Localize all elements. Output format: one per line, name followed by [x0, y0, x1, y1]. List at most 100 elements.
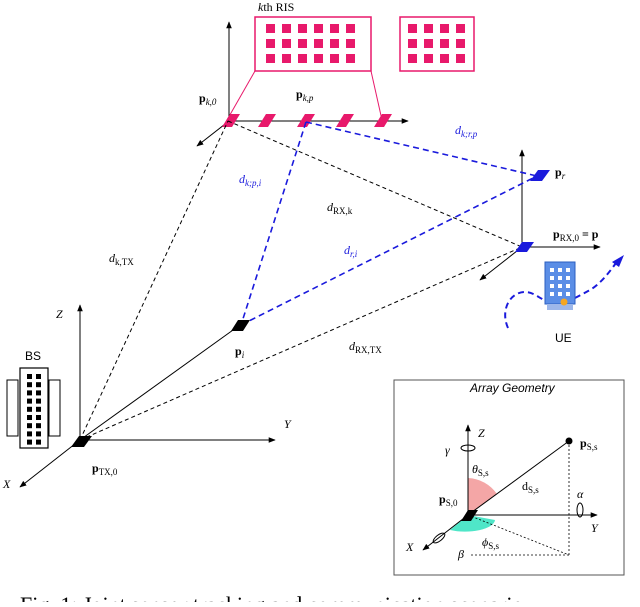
label-p-k0: pk,0: [199, 91, 217, 107]
inset-label-theta: θS,s: [472, 462, 489, 478]
inset-label-beta: β: [457, 547, 464, 561]
path-d-krp: [305, 121, 538, 177]
phi-wedge: [450, 515, 495, 532]
ris-cell: [330, 24, 339, 33]
bs-antenna-cell: [27, 398, 32, 404]
ris-cell: [346, 39, 355, 48]
ue-window: [558, 268, 562, 272]
label-p-i: pi: [235, 344, 245, 360]
ue-window: [550, 292, 554, 296]
ue-window: [550, 268, 554, 272]
ris-cell: [408, 54, 417, 63]
ris-zoom-line-left: [226, 70, 256, 121]
inset-label-alpha: α: [577, 487, 584, 501]
ris-cell: [282, 39, 291, 48]
label-axis-y: Y: [284, 417, 292, 431]
ris-panel-k: [254, 16, 372, 72]
ris-cell: [456, 24, 465, 33]
ris-cell: [346, 54, 355, 63]
beta-rotation-icon: [432, 532, 446, 544]
ris-title: kth RIS: [258, 0, 294, 14]
path-d-k-tx: [79, 120, 229, 441]
label-p-rx0: pRX,0 = p: [553, 227, 599, 243]
bs-antenna-cell: [36, 406, 41, 412]
p-tx0-element: [71, 436, 92, 447]
ris-cell: [456, 54, 465, 63]
path-d-rx-tx: [79, 246, 523, 441]
inset-title: Array Geometry: [469, 381, 556, 395]
ue-window: [558, 292, 562, 296]
path-d-rx-k: [227, 120, 523, 248]
bs-antenna-cell: [36, 374, 41, 379]
bs-antenna-cell: [36, 382, 41, 388]
ue-window: [566, 268, 570, 272]
inset-label-y: Y: [591, 521, 599, 535]
ris-cell: [266, 24, 275, 33]
path-d-ri: [240, 175, 538, 326]
bs-antenna-cell: [27, 390, 32, 396]
path-d-kpi: [240, 121, 307, 326]
inset-x-axis: [422, 514, 469, 551]
label-p-r: pr: [555, 165, 566, 181]
gamma-rotation-icon: [460, 444, 476, 452]
ris-cell: [314, 39, 323, 48]
ris-cell: [440, 54, 449, 63]
label-p-tx0: pTX,0: [92, 461, 118, 477]
ue-window: [566, 276, 570, 280]
ris-cell: [314, 54, 323, 63]
theta-wedge: [468, 478, 497, 515]
ue-building-icon: [544, 261, 576, 310]
bs-antenna-cell: [36, 390, 41, 396]
ue-window: [558, 276, 562, 280]
ris-panel-other: [399, 16, 475, 72]
label-d-rxk: dRX,k: [327, 200, 353, 216]
ris-cell: [282, 24, 291, 33]
inset-origin-element: [461, 510, 478, 521]
ue-window: [550, 276, 554, 280]
ris-cell: [456, 39, 465, 48]
label-d-kpi: dk;p,i: [239, 172, 262, 188]
bs-tower-icon: [6, 367, 61, 449]
inset-label-p-s0: pS,0: [439, 492, 458, 508]
figure-caption: Fig. 1: Joint sensor tracking and commun…: [20, 592, 523, 602]
ris-cell: [424, 54, 433, 63]
bs-antenna-cell: [27, 382, 32, 388]
ue-window: [550, 284, 554, 288]
ris-elements: [222, 114, 392, 127]
bs-antenna-cell: [36, 423, 41, 429]
ris-zoom-line-right: [370, 70, 383, 121]
alpha-rotation-icon: [576, 502, 584, 518]
bs-antenna-cell: [27, 406, 32, 412]
rx-x-axis: [479, 246, 523, 281]
inset-label-z: Z: [478, 426, 485, 440]
inset-d-vector: [467, 440, 570, 516]
bs-antenna-cell: [27, 374, 32, 379]
ue-window: [566, 284, 570, 288]
label-d-krp: dk;r,p: [455, 123, 478, 139]
inset-array-geometry: Array Geometry Z Y X γ α β θS,s: [393, 379, 625, 576]
label-axis-x: X: [2, 477, 11, 491]
inset-label-x: X: [405, 540, 414, 554]
ris-cell: [346, 24, 355, 33]
ris-cell: [266, 54, 275, 63]
global-x-axis: [19, 439, 81, 488]
bs-antenna-cell: [27, 439, 32, 445]
path-tx-pi: [79, 324, 241, 441]
ris-cell: [266, 39, 275, 48]
ris-cell: [408, 39, 417, 48]
p-r-element: [530, 170, 550, 181]
label-axis-z: Z: [56, 307, 63, 321]
ue-window: [558, 284, 562, 288]
bs-antenna-cell: [36, 439, 41, 445]
ris-cell: [298, 24, 307, 33]
ris-cell: [330, 39, 339, 48]
bs-antenna-cell: [36, 431, 41, 437]
label-ue: UE: [555, 331, 572, 345]
ris-cell: [314, 24, 323, 33]
bs-antenna-cell: [27, 423, 32, 429]
label-d-rxtx: dRX,TX: [349, 339, 382, 355]
bs-antenna-cell: [27, 415, 32, 420]
ris-cell: [298, 39, 307, 48]
